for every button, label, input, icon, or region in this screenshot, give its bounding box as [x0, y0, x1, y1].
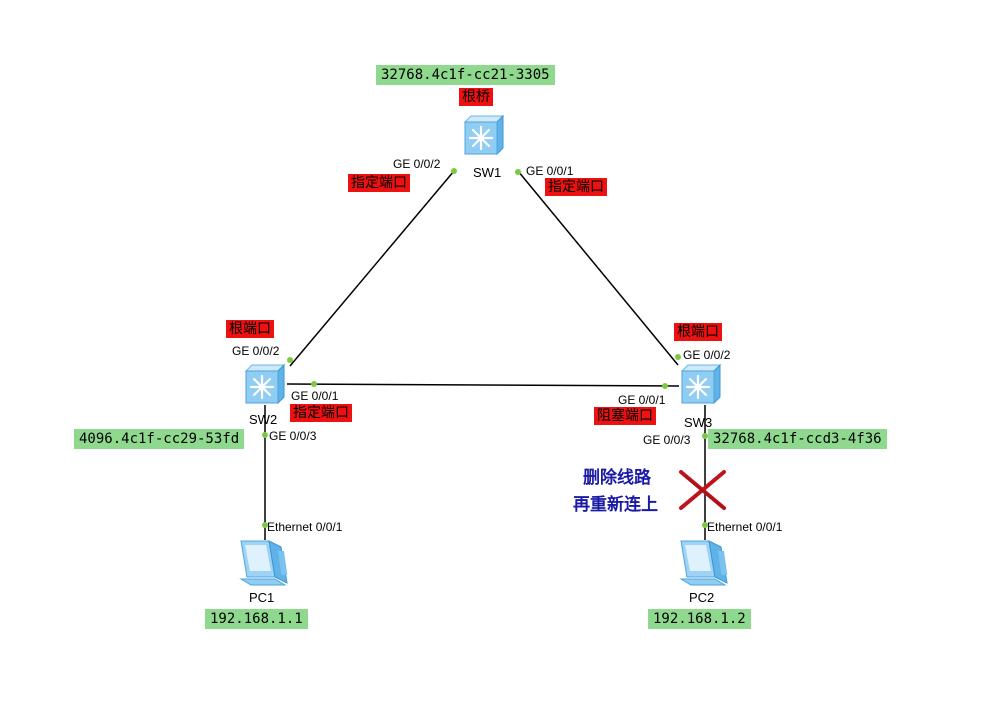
port-label-sw3-ge001: GE 0/0/1 [618, 393, 666, 407]
port-label-pc1-eth: Ethernet 0/0/1 [267, 520, 343, 534]
device-name-sw2: SW2 [249, 412, 278, 427]
pc-icon[interactable] [235, 537, 293, 589]
link-sw2-sw3 [286, 383, 680, 387]
device-name-sw3: SW3 [684, 415, 713, 430]
port-label-sw2-ge002: GE 0/0/2 [232, 344, 280, 358]
pc-icon[interactable] [675, 537, 733, 589]
port-label-sw2-ge001: GE 0/0/1 [291, 389, 339, 403]
device-name-sw1: SW1 [473, 165, 502, 180]
role-sw3-ge002: 根端口 [674, 323, 722, 341]
port-dot-sw1-ge001 [515, 169, 521, 175]
role-sw1-ge001: 指定端口 [545, 178, 607, 196]
ip-address-pc1: 192.168.1.1 [205, 609, 308, 629]
ip-address-pc2: 192.168.1.2 [648, 609, 751, 629]
port-dot-sw3-ge002 [675, 354, 681, 360]
port-dot-sw2-ge001 [311, 381, 317, 387]
device-name-pc1: PC1 [249, 590, 275, 605]
port-label-sw3-ge002: GE 0/0/2 [683, 348, 731, 362]
x-mark-icon [679, 470, 727, 511]
bridge-id-sw1: 32768.4c1f-cc21-3305 [376, 65, 555, 85]
port-dot-sw3-ge003 [702, 433, 708, 439]
port-dot-sw2-ge003 [262, 432, 268, 438]
link-sw1-sw2 [289, 170, 455, 367]
port-dot-sw3-ge001 [662, 383, 668, 389]
role-root-bridge: 根桥 [459, 88, 493, 106]
switch-icon[interactable] [242, 363, 286, 405]
port-label-sw3-ge003: GE 0/0/3 [643, 433, 691, 447]
bridge-id-sw2: 4096.4c1f-cc29-53fd [74, 429, 245, 449]
role-sw3-ge001: 阻塞端口 [594, 407, 656, 425]
port-label-sw1-ge002: GE 0/0/2 [393, 157, 441, 171]
bridge-id-sw3: 32768.4c1f-ccd3-4f36 [708, 429, 887, 449]
port-dot-pc2-eth [702, 522, 708, 528]
port-label-pc2-eth: Ethernet 0/0/1 [707, 520, 783, 534]
switch-icon[interactable] [461, 114, 505, 156]
role-sw2-ge001: 指定端口 [290, 404, 352, 422]
role-sw2-ge002: 根端口 [226, 320, 274, 338]
port-dot-pc1-eth [262, 522, 268, 528]
annotation-line2: 再重新连上 [573, 495, 658, 515]
annotation-line1: 删除线路 [583, 468, 651, 488]
port-label-sw1-ge001: GE 0/0/1 [526, 164, 574, 178]
port-label-sw2-ge003: GE 0/0/3 [269, 429, 317, 443]
port-dot-sw2-ge002 [287, 357, 293, 363]
switch-icon[interactable] [678, 363, 722, 405]
device-name-pc2: PC2 [689, 590, 715, 605]
role-sw1-ge002: 指定端口 [348, 174, 410, 192]
link-sw1-sw3 [517, 170, 679, 366]
port-dot-sw1-ge002 [451, 168, 457, 174]
